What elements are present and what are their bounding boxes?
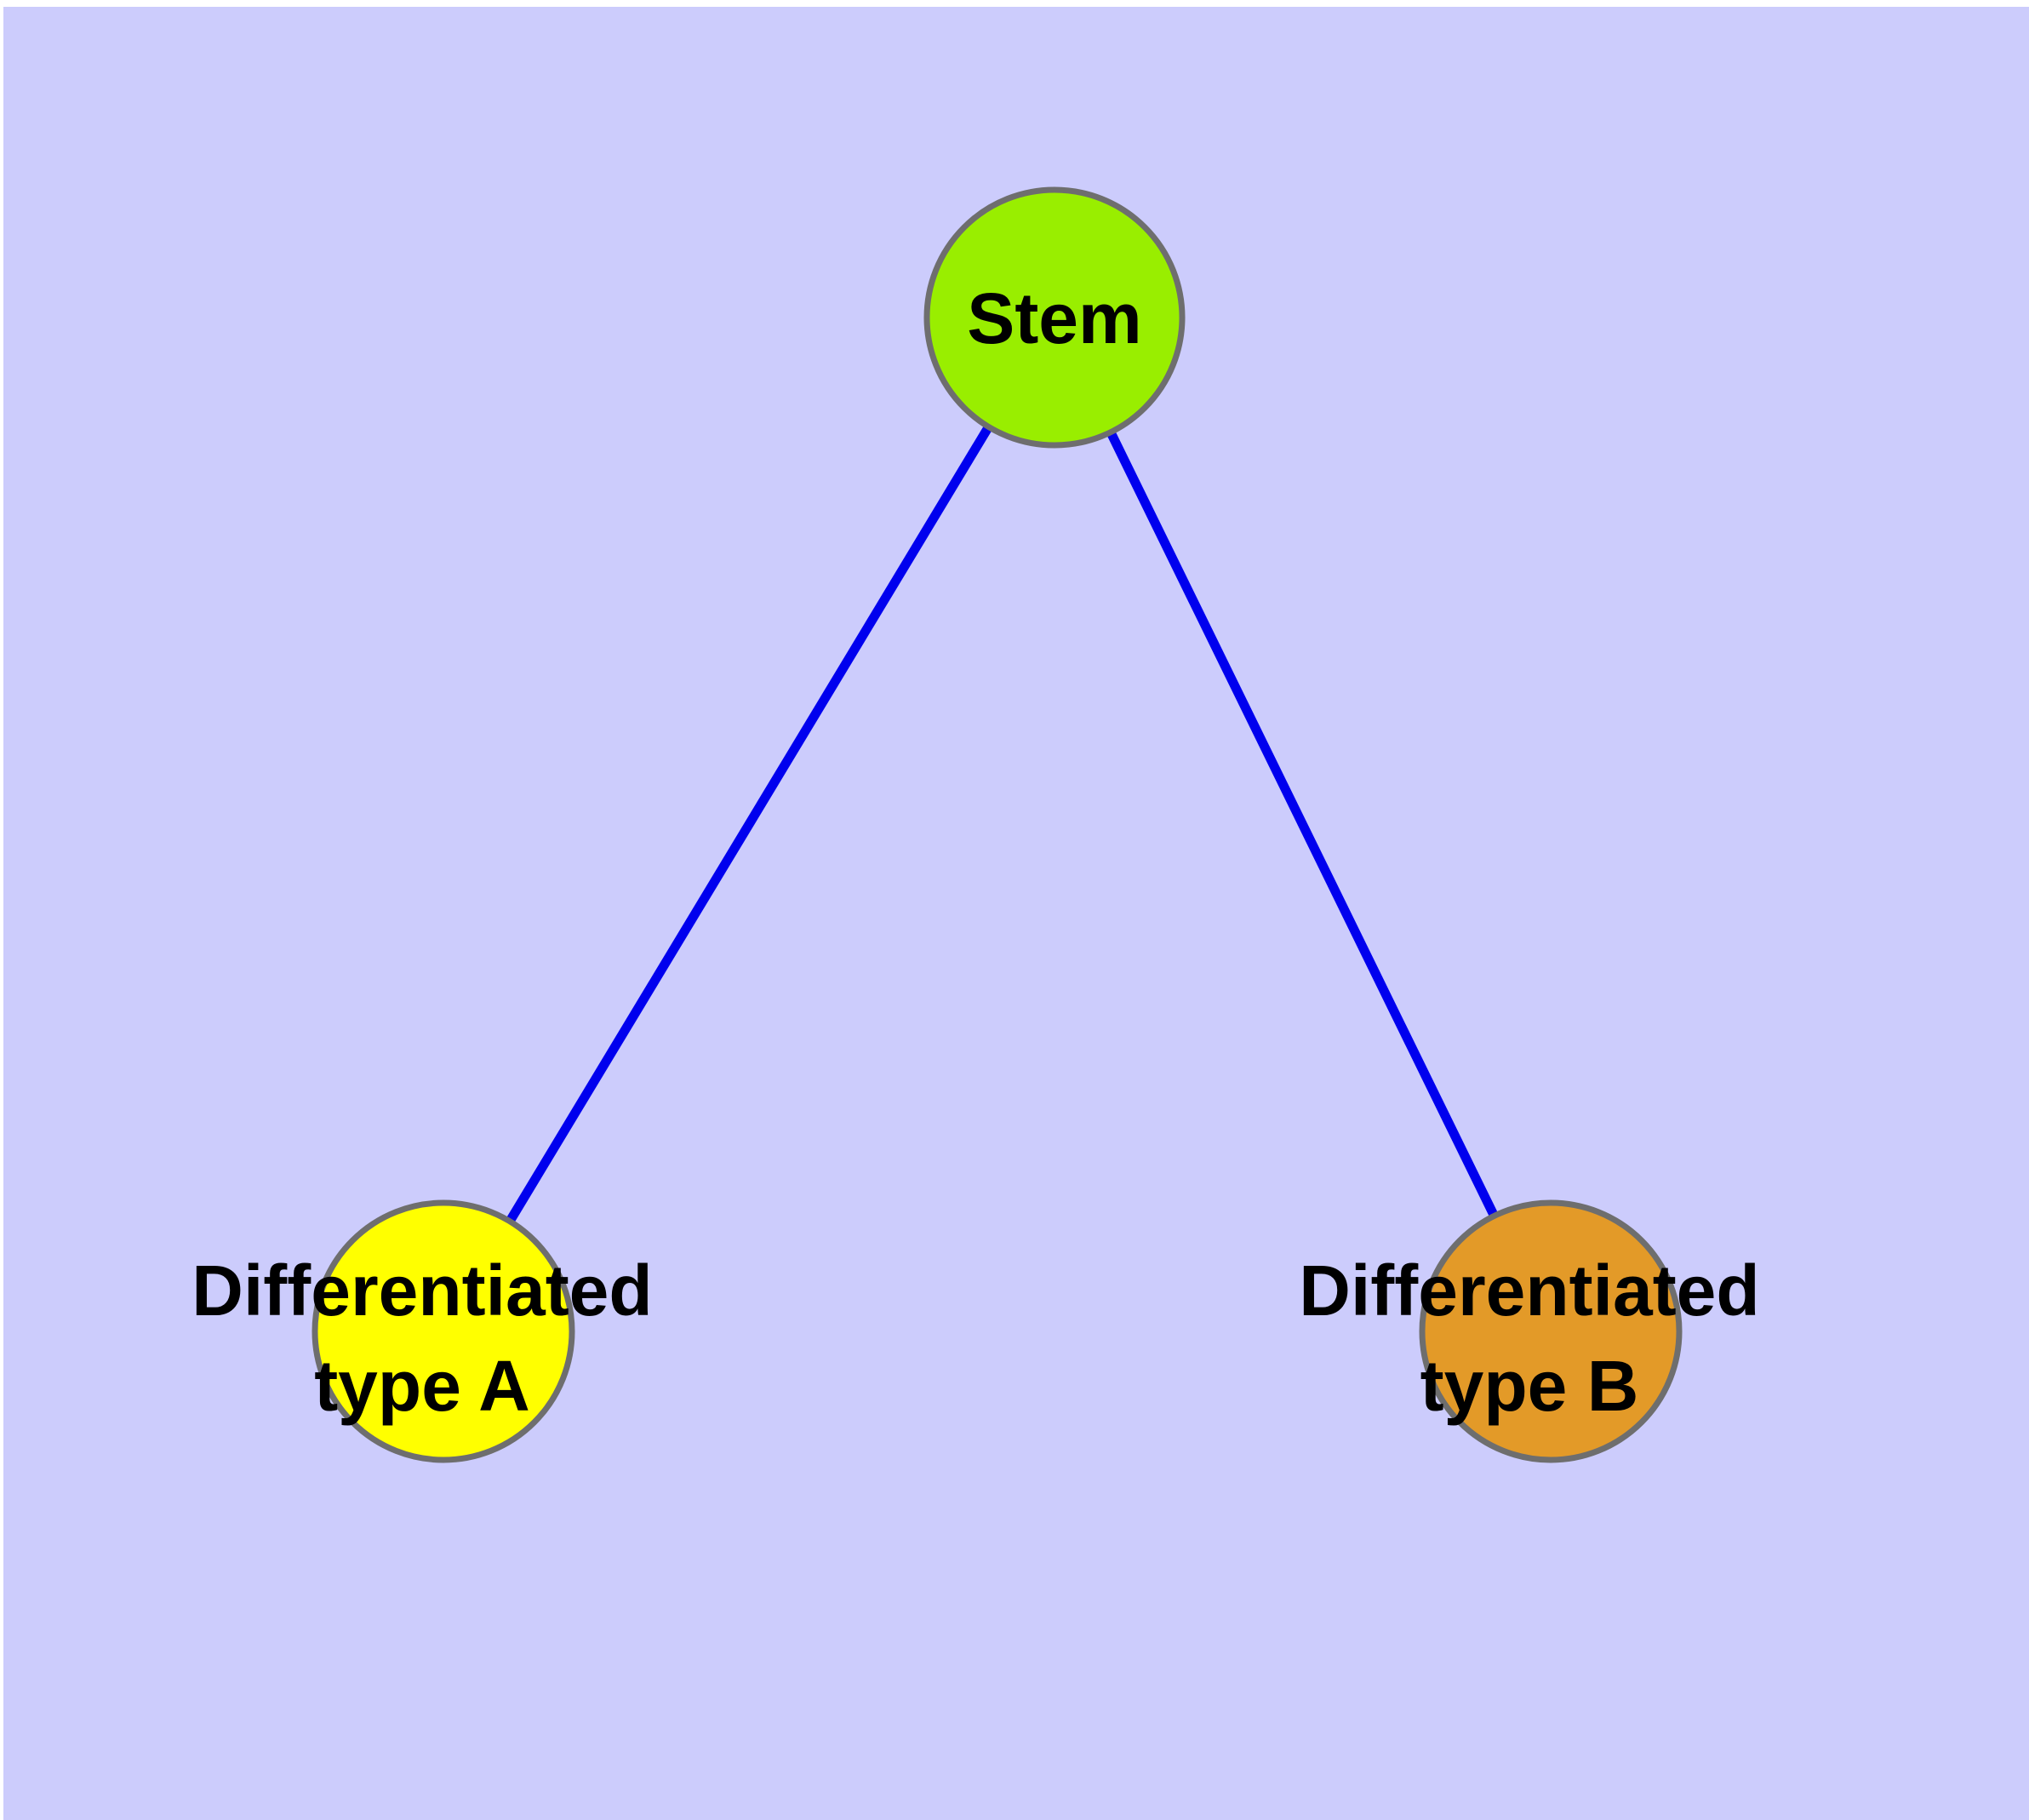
node-label-differentiated-b-line1: Differentiated: [1299, 1251, 1759, 1331]
node-label-differentiated-a-line2: type A: [314, 1346, 530, 1426]
node-group: [311, 186, 1683, 1463]
node-label-differentiated-b-line2: type B: [1420, 1346, 1639, 1426]
node-differentiated-type-a[interactable]: [311, 1199, 575, 1463]
node-label-differentiated-a-line1: Differentiated: [191, 1251, 652, 1331]
node-label-stem: Stem: [967, 278, 1141, 358]
edge-stem-to-differentiated-a[interactable]: [505, 422, 994, 1226]
node-differentiated-type-b[interactable]: [1419, 1199, 1683, 1463]
node-label-group: Stem Differentiated type A Differentiate…: [191, 278, 1759, 1426]
edge-stem-to-differentiated-b[interactable]: [1106, 428, 1500, 1220]
edge-group: [505, 422, 1500, 1226]
node-stem[interactable]: [923, 186, 1186, 449]
